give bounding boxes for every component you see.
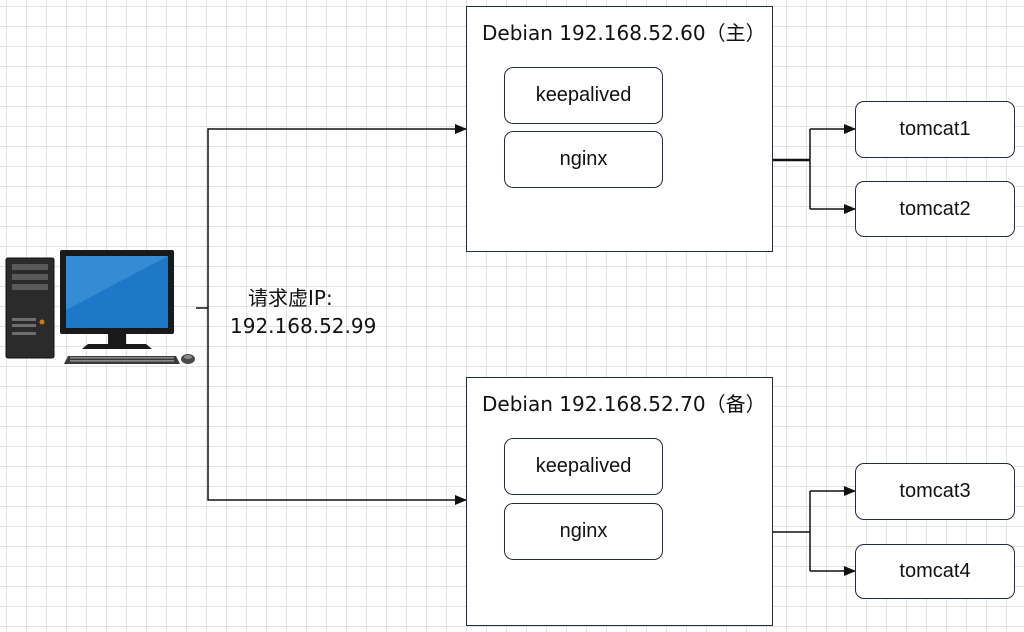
virtual-ip-request-label: 请求虚IP: 192.168.52.99 [230,284,376,340]
backup-server-box: Debian 192.168.52.70（备） [466,377,773,626]
route-to-primary-arrow [207,124,467,308]
tomcat2-node: tomcat2 [855,181,1015,237]
desktop-computer-icon [5,250,195,364]
backup-server-title: Debian 192.168.52.70（备） [482,392,766,416]
request-label-text: 请求虚IP: [248,286,333,310]
primary-server-title: Debian 192.168.52.60（主） [482,21,766,45]
virtual-ip-address: 192.168.52.99 [230,314,377,338]
tomcat4-node: tomcat4 [855,544,1015,599]
primary-server-box: Debian 192.168.52.60（主） [466,6,773,252]
tomcat1-node: tomcat1 [855,101,1015,158]
backup-keepalived-node: keepalived [504,438,663,495]
backup-nginx-node: nginx [504,503,663,560]
primary-keepalived-node: keepalived [504,67,663,124]
tomcat3-node: tomcat3 [855,463,1015,520]
route-to-backup-arrow [207,308,467,505]
primary-nginx-node: nginx [504,131,663,188]
